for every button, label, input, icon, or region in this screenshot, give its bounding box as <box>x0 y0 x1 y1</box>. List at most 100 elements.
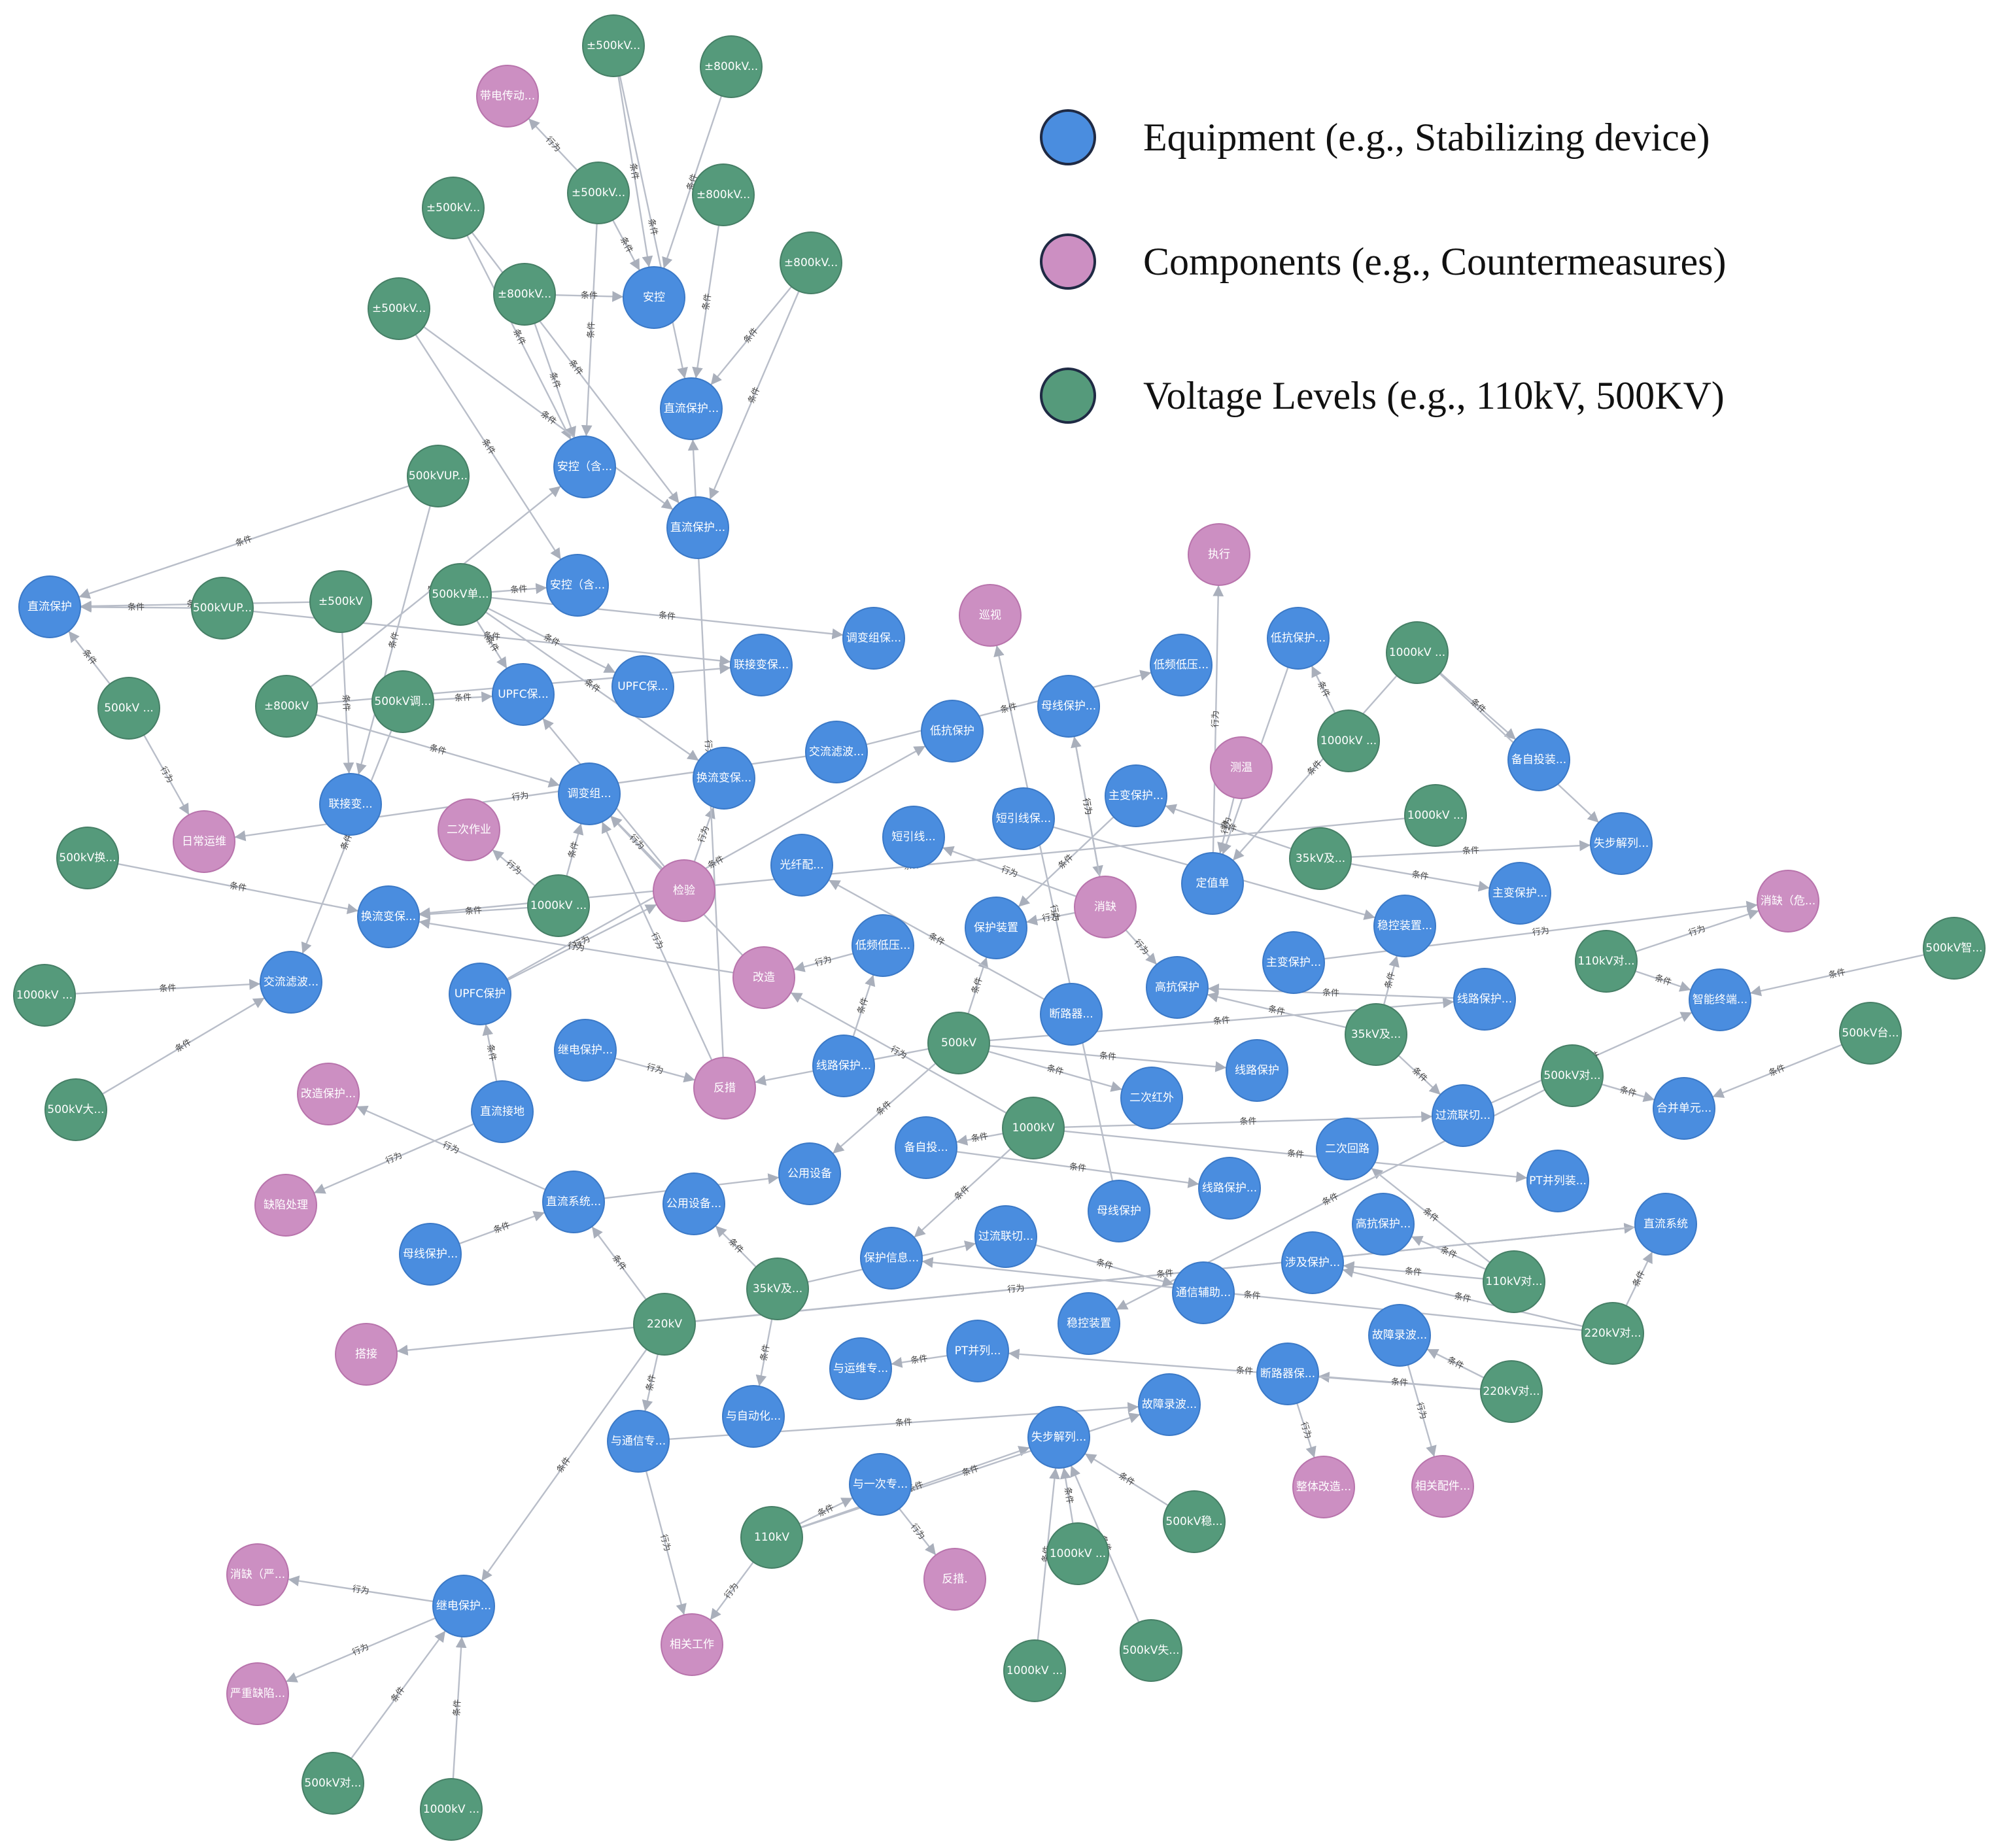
equipment-node-circle[interactable] <box>660 377 723 440</box>
voltage-node-circle[interactable] <box>700 35 763 98</box>
equipment-node[interactable]: 短引线... <box>882 806 945 868</box>
component-node[interactable]: 搭接 <box>335 1323 398 1386</box>
voltage-node[interactable]: ±800kV... <box>493 263 556 326</box>
equipment-node-circle[interactable] <box>921 700 984 762</box>
voltage-node-circle[interactable] <box>1120 1619 1182 1682</box>
voltage-node-circle[interactable] <box>1003 1639 1066 1702</box>
voltage-node[interactable]: 1000kV ... <box>1386 621 1449 684</box>
voltage-node-circle[interactable] <box>633 1293 696 1356</box>
equipment-node-circle[interactable] <box>399 1223 462 1286</box>
equipment-node-circle[interactable] <box>1507 728 1570 791</box>
voltage-node[interactable]: 1000kV ... <box>1404 784 1467 847</box>
voltage-node[interactable]: 1000kV ... <box>1317 710 1380 772</box>
equipment-node-circle[interactable] <box>1198 1157 1261 1220</box>
equipment-node[interactable]: 安控（含... <box>546 554 609 617</box>
voltage-node[interactable]: 500kV换... <box>56 827 119 889</box>
voltage-node-circle[interactable] <box>309 570 372 633</box>
equipment-node[interactable]: 直流保护 <box>18 575 81 638</box>
component-node[interactable]: 消缺 <box>1074 876 1137 938</box>
equipment-node[interactable]: 过流联切... <box>974 1205 1037 1268</box>
voltage-node-circle[interactable] <box>407 445 470 507</box>
voltage-node[interactable]: ±500kV... <box>567 162 630 224</box>
equipment-node-circle[interactable] <box>18 575 81 638</box>
equipment-node-circle[interactable] <box>357 885 420 948</box>
equipment-node[interactable]: 高抗保护... <box>1352 1193 1415 1256</box>
equipment-node[interactable]: 直流系统... <box>542 1171 605 1233</box>
equipment-node[interactable]: 换流变保... <box>693 747 755 810</box>
component-node[interactable]: 反措 <box>693 1057 756 1120</box>
component-node-circle[interactable] <box>653 859 715 922</box>
voltage-node-circle[interactable] <box>255 675 318 738</box>
equipment-node-circle[interactable] <box>1262 931 1325 994</box>
component-node[interactable]: 相关工作 <box>661 1613 723 1676</box>
equipment-node[interactable]: 直流保护... <box>666 496 729 559</box>
component-node[interactable]: 巡视 <box>959 584 1022 647</box>
equipment-node[interactable]: 定值单 <box>1181 852 1244 915</box>
voltage-node[interactable]: 500kV ... <box>97 677 160 740</box>
voltage-node[interactable]: ±500kV <box>309 570 372 633</box>
voltage-node-circle[interactable] <box>368 277 430 340</box>
component-node[interactable]: 改造保护... <box>297 1063 360 1125</box>
component-node[interactable]: 缺陷处理 <box>254 1174 317 1237</box>
equipment-node[interactable]: 直流保护... <box>660 377 723 440</box>
voltage-node-circle[interactable] <box>191 577 254 640</box>
voltage-node-circle[interactable] <box>13 964 76 1027</box>
voltage-node[interactable]: 500kV对... <box>301 1752 364 1815</box>
equipment-node[interactable]: 故障录波... <box>1138 1373 1201 1436</box>
equipment-node[interactable]: 断路器... <box>1040 983 1103 1046</box>
voltage-node[interactable]: 500kV对... <box>1541 1044 1604 1107</box>
equipment-node-circle[interactable] <box>1150 634 1213 696</box>
equipment-node-circle[interactable] <box>554 1019 617 1082</box>
component-node-circle[interactable] <box>254 1174 317 1237</box>
voltage-node[interactable]: 35kV及... <box>1345 1003 1407 1066</box>
component-node[interactable]: 日常运维 <box>173 810 235 873</box>
equipment-node[interactable]: 安控 <box>623 266 685 329</box>
equipment-node[interactable]: 低频低压... <box>1150 634 1213 696</box>
voltage-node-circle[interactable] <box>1404 784 1467 847</box>
voltage-node[interactable]: 1000kV ... <box>527 874 590 937</box>
equipment-node[interactable]: 二次回路 <box>1316 1118 1379 1180</box>
component-node-circle[interactable] <box>226 1543 289 1606</box>
voltage-node[interactable]: 110kV对... <box>1483 1250 1545 1313</box>
voltage-node-circle[interactable] <box>429 563 492 626</box>
equipment-node[interactable]: 母线保护... <box>1037 675 1100 738</box>
component-node-circle[interactable] <box>438 798 500 861</box>
equipment-node-circle[interactable] <box>1138 1373 1201 1436</box>
voltage-node-circle[interactable] <box>1483 1250 1545 1313</box>
voltage-node[interactable]: 1000kV ... <box>13 964 76 1027</box>
component-node-circle[interactable] <box>1292 1456 1355 1518</box>
equipment-node-circle[interactable] <box>1146 956 1209 1019</box>
voltage-node[interactable]: 500kV单... <box>429 563 492 626</box>
voltage-node[interactable]: 500kV稳... <box>1163 1490 1226 1553</box>
equipment-node[interactable]: 合并单元... <box>1653 1077 1715 1140</box>
equipment-node-circle[interactable] <box>1368 1304 1431 1367</box>
equipment-node-circle[interactable] <box>1281 1231 1344 1294</box>
voltage-node-circle[interactable] <box>44 1078 107 1141</box>
component-node[interactable]: 改造 <box>732 946 795 1009</box>
equipment-node-circle[interactable] <box>558 762 621 825</box>
equipment-node[interactable]: 稳控装置 <box>1058 1292 1120 1355</box>
equipment-node-circle[interactable] <box>1526 1150 1589 1212</box>
equipment-node-circle[interactable] <box>992 787 1055 850</box>
equipment-node-circle[interactable] <box>946 1320 1009 1382</box>
voltage-node-circle[interactable] <box>422 177 485 239</box>
equipment-node[interactable]: 二次红外 <box>1120 1067 1183 1129</box>
equipment-node-circle[interactable] <box>607 1410 670 1473</box>
voltage-node[interactable]: 500kV失... <box>1120 1619 1182 1682</box>
equipment-node[interactable]: 低抗保护 <box>921 700 984 762</box>
equipment-node-circle[interactable] <box>1689 968 1751 1031</box>
equipment-node[interactable]: 断路器保... <box>1256 1343 1319 1405</box>
equipment-node-circle[interactable] <box>1453 968 1516 1031</box>
equipment-node-circle[interactable] <box>805 721 868 783</box>
component-node-circle[interactable] <box>923 1548 986 1611</box>
voltage-node-circle[interactable] <box>582 14 645 77</box>
equipment-node-circle[interactable] <box>812 1035 875 1097</box>
voltage-node-circle[interactable] <box>1317 710 1380 772</box>
equipment-node-circle[interactable] <box>882 806 945 868</box>
equipment-node-circle[interactable] <box>895 1116 957 1179</box>
voltage-node[interactable]: 35kV及... <box>1289 827 1352 890</box>
equipment-node[interactable]: 安控（含... <box>553 436 616 498</box>
component-node-circle[interactable] <box>693 1057 756 1120</box>
component-node-circle[interactable] <box>1188 523 1250 586</box>
equipment-node[interactable]: 与一次专... <box>849 1453 912 1516</box>
